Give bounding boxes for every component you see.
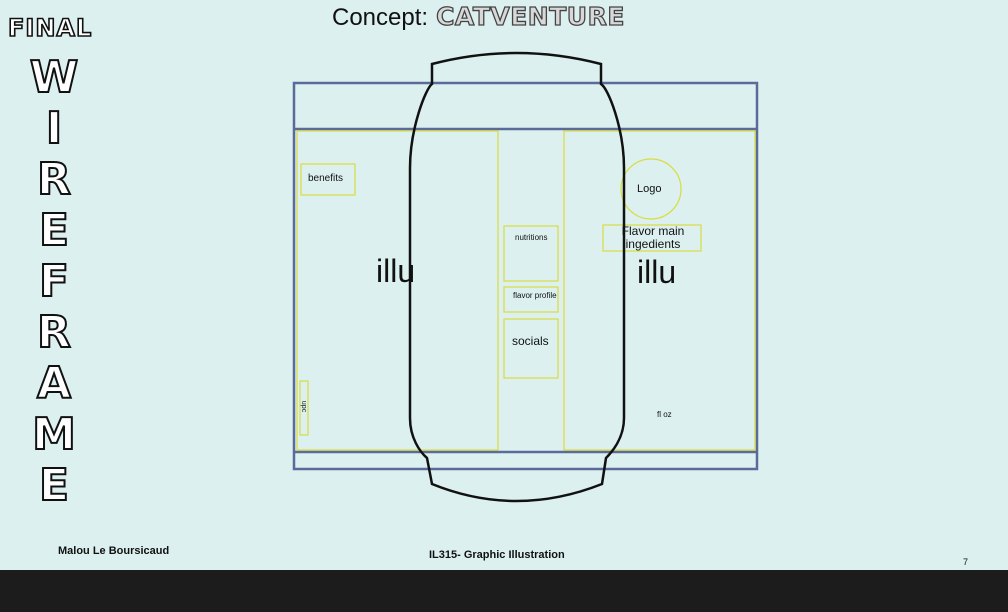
left-illustration-label: illu [376,253,416,289]
heading-letter: E [38,204,70,257]
wireframe-vertical-heading: W I R E F R A M E [26,51,82,512]
bottom-bar [0,570,1008,612]
page-number: 7 [963,557,969,567]
socials-box [503,318,559,379]
flavor-ingredients-label: Flavor main ingedients [621,224,685,251]
logo-circle [620,158,682,220]
can-outline [408,51,626,503]
fl-oz-label: fl oz [657,410,672,419]
slide: FINAL W I R E F R A M E Concept: CATVENT… [0,0,1008,570]
benefits-label: benefits [308,173,344,184]
flavor-profile-box [503,286,559,313]
logo-label: Logo [637,183,662,195]
heading-letter: E [38,459,70,512]
concept-title: Concept: CATVENTURE [332,1,625,34]
flavor-box [602,224,702,252]
label-outer-frame [292,81,759,471]
nutritions-box [503,225,559,282]
heading-letter: F [38,255,70,308]
flavor-profile-label: flavor profile [513,291,557,300]
right-panel-box [563,130,756,451]
upc-label: upc [300,400,308,413]
concept-prefix: Concept: [332,4,429,31]
author-name: Malou Le Boursicaud [58,545,170,557]
heading-letter: R [36,153,72,206]
course-name: IL315- Graphic Illustration [429,549,565,561]
heading-letter: A [36,357,72,410]
right-illustration-label: illu [637,254,677,290]
final-heading: FINAL [7,13,93,43]
heading-letter: R [36,306,72,359]
heading-letter: W [29,51,80,104]
heading-letter: I [45,102,63,155]
heading-letter: M [31,408,77,461]
nutritions-label: nutritions [515,233,548,242]
concept-name: CATVENTURE [435,1,625,31]
can-wireframe [292,51,759,503]
socials-label: socials [512,334,549,348]
upc-box [299,380,309,436]
benefits-box [300,163,356,196]
left-panel-box [296,130,499,451]
